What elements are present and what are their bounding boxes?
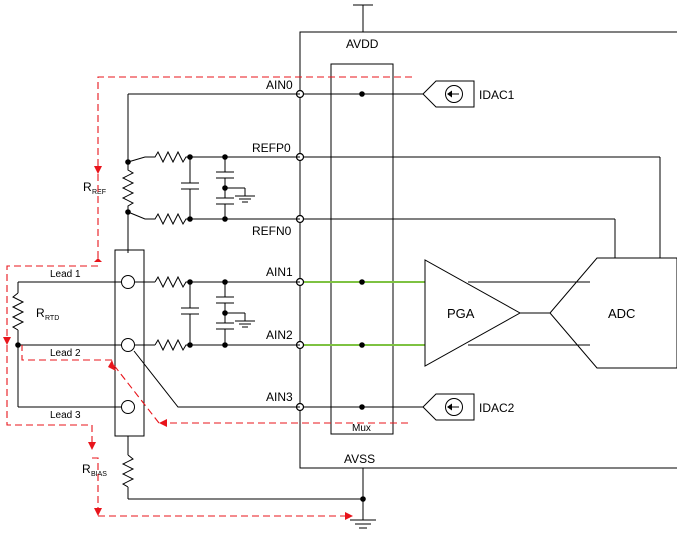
avdd-label: AVDD xyxy=(346,37,379,51)
junction-dot xyxy=(222,154,228,160)
avss-supply: AVSS xyxy=(344,452,376,529)
rtd-sensor: R RTD Lead 1 Lead 2 Lead 3 xyxy=(11,269,122,421)
junction-dot xyxy=(359,404,365,410)
rbias-sub-label: BIAS xyxy=(91,471,107,478)
lead3-label: Lead 3 xyxy=(50,410,81,421)
junction-dot xyxy=(222,342,228,348)
junction-dot xyxy=(187,216,193,222)
pin-label-ain1: AIN1 xyxy=(266,265,293,279)
adc-label: ADC xyxy=(608,306,635,321)
terminal-block xyxy=(114,249,145,437)
rref-label: R xyxy=(83,180,92,194)
lead2-label: Lead 2 xyxy=(50,348,81,359)
pga-label: PGA xyxy=(447,306,475,321)
rrtd-sub-label: RTD xyxy=(45,315,59,322)
pga-block: PGA xyxy=(424,259,522,367)
pin-label-ain3: AIN3 xyxy=(266,390,293,404)
terminal-1 xyxy=(121,275,135,289)
pin-label-refn0: REFN0 xyxy=(252,224,292,238)
idac1-label: IDAC1 xyxy=(479,88,515,102)
junction-dot xyxy=(359,342,365,348)
device-pins xyxy=(295,89,305,412)
pin-label-refp0: REFP0 xyxy=(252,141,291,155)
junction-dot xyxy=(187,342,193,348)
mux-block: Mux xyxy=(330,63,394,435)
idac2-label: IDAC2 xyxy=(479,401,515,415)
junction-dot xyxy=(359,279,365,285)
mux-label: Mux xyxy=(352,423,371,434)
junction-dot xyxy=(187,154,193,160)
terminal-2 xyxy=(121,338,135,352)
rref-sub-label: REF xyxy=(92,189,106,196)
device-boundary xyxy=(299,31,677,469)
rref-network: R REF xyxy=(83,93,300,253)
junction-dot xyxy=(222,216,228,222)
rrtd-label: R xyxy=(36,306,45,320)
current-path-idac1 xyxy=(3,76,412,520)
junction-dot xyxy=(359,91,365,97)
current-path-idac2 xyxy=(21,345,408,427)
avss-label: AVSS xyxy=(344,452,375,466)
avdd-supply: AVDD xyxy=(346,4,379,51)
pin-label-ain0: AIN0 xyxy=(266,78,293,92)
junction-dot xyxy=(222,279,228,285)
pin-label-ain2: AIN2 xyxy=(266,328,293,342)
rbias-label: R xyxy=(82,462,91,476)
lead1-label: Lead 1 xyxy=(50,269,81,280)
mux-contacts xyxy=(359,91,365,410)
junction-dot xyxy=(15,342,21,348)
adc-block: ADC xyxy=(549,257,677,369)
idac1-source: IDAC1 xyxy=(422,80,515,108)
internal-wiring xyxy=(300,93,661,408)
junction-dot xyxy=(187,279,193,285)
terminal-3 xyxy=(121,400,135,414)
idac2-source: IDAC2 xyxy=(422,393,515,421)
input-filter-network xyxy=(133,275,300,408)
rbias-resistor: R BIAS xyxy=(82,436,363,500)
